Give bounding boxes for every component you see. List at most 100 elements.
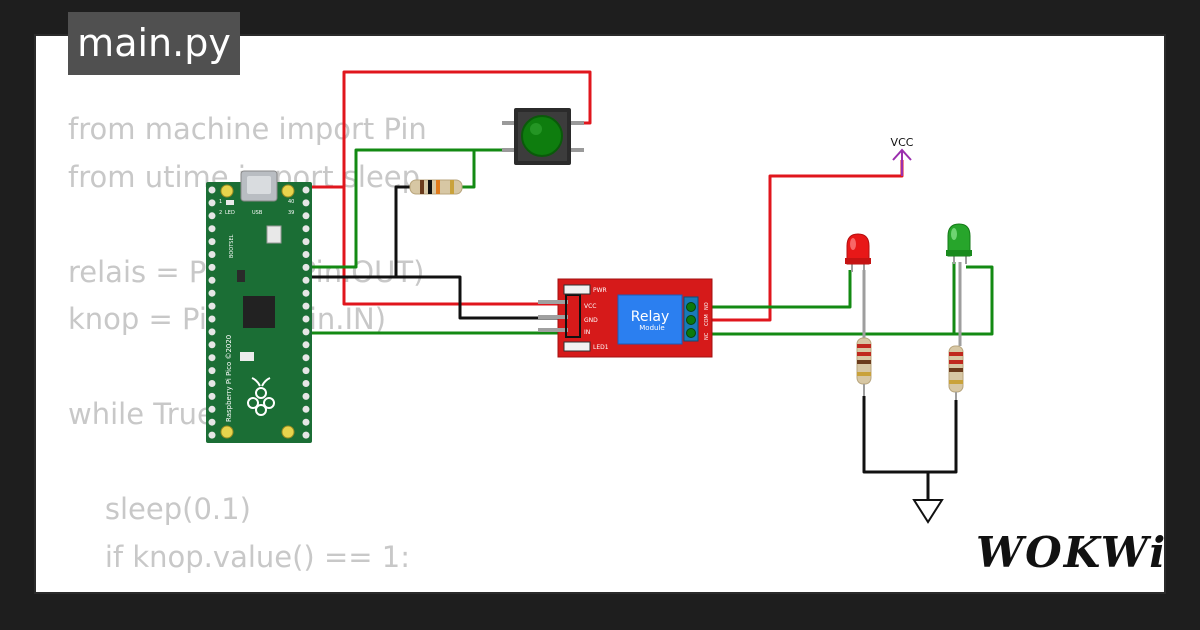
relay-pin-in[interactable]: IN (584, 329, 590, 336)
pico-pin[interactable] (302, 380, 310, 387)
wire-red-vcc-com[interactable] (690, 160, 904, 322)
pico-usb-label: USB (252, 210, 263, 216)
resistor-pull-down[interactable] (409, 179, 463, 195)
mount-hole-br (281, 425, 295, 439)
push-button[interactable] (502, 108, 584, 165)
wire-black-ground-bus[interactable] (862, 396, 958, 474)
wire-green-red-led[interactable] (690, 270, 852, 309)
vcc-symbol[interactable]: VCC (891, 136, 914, 176)
led-red[interactable] (845, 233, 871, 272)
mount-hole-tr (281, 184, 295, 198)
pico-pin[interactable] (208, 405, 216, 413)
relay-pwr-led (563, 284, 591, 295)
wire-red-relay-vcc[interactable] (342, 187, 560, 306)
pico-pin[interactable] (302, 302, 310, 310)
wokwi-logo: WOKWi (976, 528, 1168, 577)
pico-pin[interactable] (208, 199, 216, 207)
pico-pin[interactable] (302, 289, 310, 297)
pico-pin[interactable] (302, 315, 310, 323)
relay-led1 (563, 341, 591, 352)
wire-red-vbus[interactable] (300, 70, 592, 189)
pico-pin-label-2: 2 (219, 210, 222, 216)
pico-pin[interactable] (208, 186, 216, 194)
wire-black-gnd[interactable] (300, 275, 560, 320)
pico-pin[interactable] (302, 186, 310, 194)
relay-pin-vcc[interactable]: VCC (584, 303, 596, 310)
pico-pin[interactable] (208, 289, 216, 297)
led-green[interactable] (946, 223, 972, 264)
pico-pin[interactable] (302, 354, 310, 362)
pico-pin[interactable] (208, 251, 216, 258)
pico-brand-label: Raspberry Pi Pico ©2020 (225, 335, 233, 422)
pico-pin[interactable] (302, 199, 310, 207)
relay-out-com: COM (704, 314, 710, 326)
pico-pin[interactable] (208, 380, 216, 387)
wire-green-button[interactable] (300, 148, 505, 269)
pico-pin-label-40: 40 (288, 199, 294, 205)
pico-pin-label-39: 39 (288, 210, 294, 216)
code-line: from machine import Pin (68, 112, 427, 146)
pico-pin[interactable] (302, 263, 310, 271)
pico-pin[interactable] (302, 431, 310, 439)
code-line: sleep(0.1) (68, 492, 251, 526)
usb-port (247, 176, 271, 194)
terminal-screw-com[interactable] (686, 315, 696, 325)
resistor-red-led[interactable] (856, 337, 872, 396)
rp2040-chip (243, 296, 275, 328)
pico-pin[interactable] (208, 354, 216, 362)
relay-pin-gnd[interactable]: GND (584, 317, 598, 324)
wire-green-green-led[interactable] (690, 265, 994, 336)
pico-led-label: LED (225, 210, 235, 216)
relay-out-nc: NC (704, 332, 710, 340)
pico-pin[interactable] (302, 212, 310, 220)
terminal-screw-no[interactable] (686, 302, 696, 312)
pico-pin[interactable] (302, 341, 310, 349)
button-cap[interactable] (521, 115, 563, 157)
pico-pin[interactable] (208, 276, 216, 284)
pico-pin[interactable] (302, 392, 310, 400)
relay-led1-label: LED1 (593, 344, 609, 351)
wires (300, 70, 994, 500)
relay-out-no: NO (704, 302, 710, 310)
pico-pin[interactable] (302, 405, 310, 413)
pico-pin[interactable] (208, 225, 216, 233)
relay-subtitle: Module (639, 324, 664, 332)
pico-pin[interactable] (208, 341, 216, 349)
relay-title: Relay (631, 309, 669, 325)
wire-black-resistor[interactable] (394, 185, 410, 277)
pico-pin[interactable] (208, 367, 216, 375)
pico-pin[interactable] (208, 328, 216, 336)
ground-symbol[interactable] (912, 499, 944, 524)
pico-pin[interactable] (208, 418, 216, 426)
pico-pin[interactable] (302, 328, 310, 336)
pico-pin[interactable] (302, 238, 310, 246)
onboard-led-icon (226, 200, 234, 205)
file-tab[interactable]: main.py (68, 12, 240, 75)
wire-green-resistor[interactable] (462, 150, 476, 189)
pico-pin[interactable] (302, 367, 310, 375)
code-line: if knop.value() == 1: (68, 539, 410, 574)
pico-pin[interactable] (208, 315, 216, 323)
pico-pin[interactable] (208, 431, 216, 439)
pico-pin[interactable] (302, 251, 310, 258)
pico-pin[interactable] (208, 263, 216, 271)
vcc-label: VCC (891, 136, 914, 149)
relay-module[interactable]: PWR LED1 VCC GND IN Relay Module NO COM … (538, 278, 713, 358)
relay-pwr-label: PWR (593, 287, 607, 294)
raspberry-pi-pico[interactable]: 1 2 39 40 LED USB BOOTSEL Raspberry Pi P… (206, 170, 312, 443)
pico-debug-pad (240, 352, 254, 361)
mount-hole-tl (220, 184, 234, 198)
pico-pin-label-1: 1 (219, 199, 222, 205)
resistor-green-led[interactable] (948, 345, 964, 400)
pico-pin[interactable] (208, 392, 216, 400)
pico-pin[interactable] (208, 212, 216, 220)
pico-pin[interactable] (208, 302, 216, 310)
pico-pin[interactable] (302, 276, 310, 284)
relay-block (617, 294, 683, 345)
pico-pin[interactable] (208, 238, 216, 246)
bootsel-button[interactable] (266, 225, 282, 244)
pico-pin[interactable] (302, 225, 310, 233)
pico-pin[interactable] (302, 418, 310, 426)
terminal-screw-nc[interactable] (686, 328, 696, 338)
